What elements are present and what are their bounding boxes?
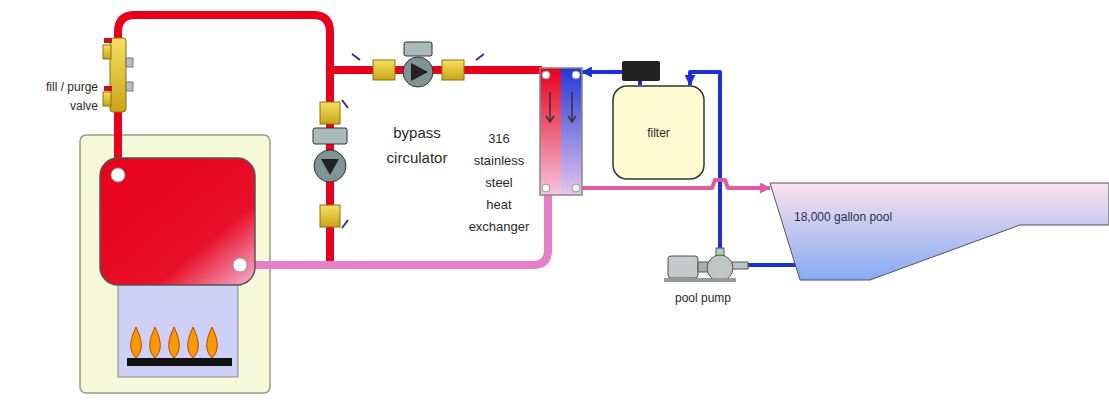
pool-pump: pool pump — [658, 248, 748, 312]
flow-arrow — [546, 92, 576, 122]
pipe-port — [572, 184, 580, 192]
supply-pipe — [330, 66, 542, 74]
fill-purge-valve — [103, 38, 133, 112]
filter-tank: filter — [612, 85, 705, 180]
valve-label: fill / purge valve — [28, 78, 98, 116]
heat-exchanger: 316 stainless steel heat exchanger — [462, 60, 582, 242]
pipe-port — [542, 184, 550, 192]
heat-exchanger-shape — [462, 60, 582, 242]
pump-label: bypass circulator — [370, 120, 464, 170]
filter-fitting — [622, 61, 660, 81]
hx-outline — [540, 68, 582, 195]
hx-hot-side — [540, 68, 561, 195]
pump-inlet — [732, 262, 748, 269]
bypass-circulator-pump — [313, 100, 348, 228]
combustion-chamber — [118, 283, 238, 377]
pump-volute — [707, 255, 733, 281]
pipe-port — [542, 71, 550, 79]
pipe-port — [572, 71, 580, 79]
pipe-connector — [748, 263, 770, 267]
pool-basin: 18,000 gallon pool — [770, 183, 1109, 283]
hx-cold-side — [561, 68, 582, 195]
boiler-cabinet — [80, 135, 270, 393]
pipe-port — [111, 168, 125, 182]
boiler-tank — [100, 158, 255, 285]
pool-shape — [770, 183, 1109, 280]
pool-outlet — [770, 263, 797, 267]
pipe-connector — [582, 180, 770, 188]
filter-body — [613, 86, 704, 179]
pool-basin-shape — [770, 183, 1109, 283]
node-text: 18,000 gallon pool — [794, 210, 892, 224]
pipe-port — [233, 258, 247, 272]
circulator-pump — [352, 42, 484, 87]
pump-motor — [668, 256, 698, 278]
burner-flames — [127, 327, 232, 366]
node-text: pool pump — [675, 291, 731, 305]
node-text: 316 stainless steel heat exchanger — [462, 128, 536, 238]
pump-base — [664, 278, 736, 282]
node-text: filter — [647, 126, 670, 140]
